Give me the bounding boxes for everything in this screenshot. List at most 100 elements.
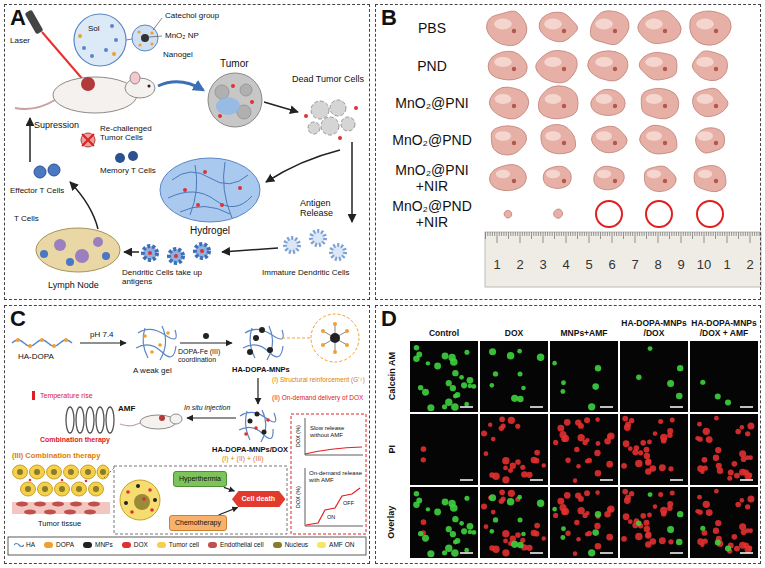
live-cell-dot xyxy=(592,529,599,536)
dead-cell-dot xyxy=(491,510,496,515)
live-cell-dot xyxy=(490,383,495,388)
legend-text: Endothelial cell xyxy=(220,541,264,548)
micrograph xyxy=(480,487,548,558)
ruler-tick xyxy=(699,232,700,236)
zoom-structure xyxy=(345,343,349,347)
tumor-highlight xyxy=(494,19,512,30)
mouse xyxy=(125,78,155,98)
tumor-cell xyxy=(130,510,134,514)
sol-inset xyxy=(82,46,86,50)
ha-dopa-mnps-gel xyxy=(253,335,259,341)
ruler-tick xyxy=(524,232,525,236)
scale-bar xyxy=(530,552,543,554)
ruler-tick xyxy=(662,232,663,236)
hydrogel xyxy=(196,203,200,207)
tumor-tissue xyxy=(85,480,88,483)
ha-dopa-mnps-dox-gel xyxy=(266,418,270,422)
amf-coil xyxy=(106,407,114,433)
ruler-tick xyxy=(570,232,571,236)
sol-inset xyxy=(104,48,108,52)
live-cell-dot xyxy=(464,548,469,553)
dead-cell-dot xyxy=(502,549,509,556)
annotation: Tumor tissue xyxy=(38,520,81,529)
tumor-tissue xyxy=(85,469,91,475)
ruler-tick xyxy=(510,232,511,236)
dead-cell-dot xyxy=(706,436,713,443)
dead-cell-dot xyxy=(697,495,702,500)
tumor-tissue xyxy=(52,502,64,507)
ruler-tick xyxy=(566,232,567,243)
legend-line-sample xyxy=(14,541,24,549)
mouse xyxy=(15,72,155,113)
tumor-photo xyxy=(489,164,526,190)
dead-cell-dot xyxy=(650,538,657,545)
dead-cell-dot xyxy=(577,507,584,514)
ruler-tick xyxy=(694,232,695,236)
dead-cell-dot xyxy=(502,457,509,464)
live-cell-dot xyxy=(507,352,514,359)
tumor-photo xyxy=(591,126,627,153)
dead-cell-dot xyxy=(658,419,663,424)
annotation: Dead Tumor Cells xyxy=(292,74,364,84)
flow-arrow xyxy=(187,417,236,418)
ruler-number: 1 xyxy=(493,258,500,273)
tumor xyxy=(250,100,254,104)
node-text: Chemotherapy xyxy=(175,519,221,527)
annotation: (III) Combination therapy xyxy=(12,452,100,461)
tumor-spot xyxy=(562,141,566,145)
dead-cell-dot xyxy=(670,418,675,423)
live-cell-dot xyxy=(453,394,458,399)
ruler-tick xyxy=(561,232,562,236)
hydrogel xyxy=(160,158,260,222)
flow-arrow xyxy=(180,342,232,343)
sol-inset xyxy=(90,54,94,58)
dead-cell-dot xyxy=(565,458,570,463)
tumor-cell xyxy=(142,497,146,501)
ruler-tick xyxy=(750,232,751,243)
mouse xyxy=(15,100,55,109)
dead-cell-dot xyxy=(713,455,719,461)
panel-frame: CHyperthermiaChemotherapyCell death xyxy=(4,305,370,564)
live-cell-dot xyxy=(715,540,721,546)
dead-cell-dot xyxy=(659,464,666,471)
ruler-tick xyxy=(586,232,587,236)
micrograph xyxy=(620,414,688,485)
ruler-tick xyxy=(630,232,631,236)
tumor-cell xyxy=(120,480,160,520)
tumor-photo xyxy=(640,125,677,154)
dead-cell-dot xyxy=(622,416,628,422)
tumor-photo xyxy=(504,210,512,218)
dead-cell-dot xyxy=(484,524,489,529)
live-cell-dot xyxy=(521,532,526,537)
dead-tumor-cells xyxy=(304,114,308,118)
dead-tumor-cells xyxy=(338,136,342,140)
tumor-highlight xyxy=(595,19,613,30)
ruler-tick xyxy=(724,232,725,236)
panel-frame: D xyxy=(375,305,761,564)
dead-cell-dot xyxy=(732,461,738,467)
legend-text: Nucleus xyxy=(285,541,308,548)
dead-cell-dot xyxy=(578,423,584,429)
sol-inset xyxy=(112,52,116,56)
row-label: Calcein AM xyxy=(387,352,397,400)
legend-swatch xyxy=(208,542,217,548)
zoom-structure xyxy=(321,329,325,333)
annotation: DOPA-Fe (III) coordination xyxy=(178,348,236,364)
ruler-tick xyxy=(685,232,686,236)
live-cell-dot xyxy=(677,511,683,517)
live-cell-dot xyxy=(471,384,476,389)
panel-frame: B xyxy=(375,4,761,300)
dead-cell-dot xyxy=(624,424,631,431)
dead-cell-dot xyxy=(635,533,642,540)
effector-t-cells xyxy=(34,166,46,178)
ruler-tick xyxy=(690,232,691,236)
tumor-spot xyxy=(613,29,617,33)
dead-cell-dot xyxy=(628,446,633,451)
tumor-highlight xyxy=(545,94,562,104)
ruler-tick xyxy=(720,232,721,236)
live-cell-dot xyxy=(725,399,731,405)
memory-t-cells xyxy=(115,151,138,163)
live-cell-dot xyxy=(461,528,467,534)
tumor-spot xyxy=(714,141,718,145)
panel-letter: C xyxy=(10,308,26,330)
